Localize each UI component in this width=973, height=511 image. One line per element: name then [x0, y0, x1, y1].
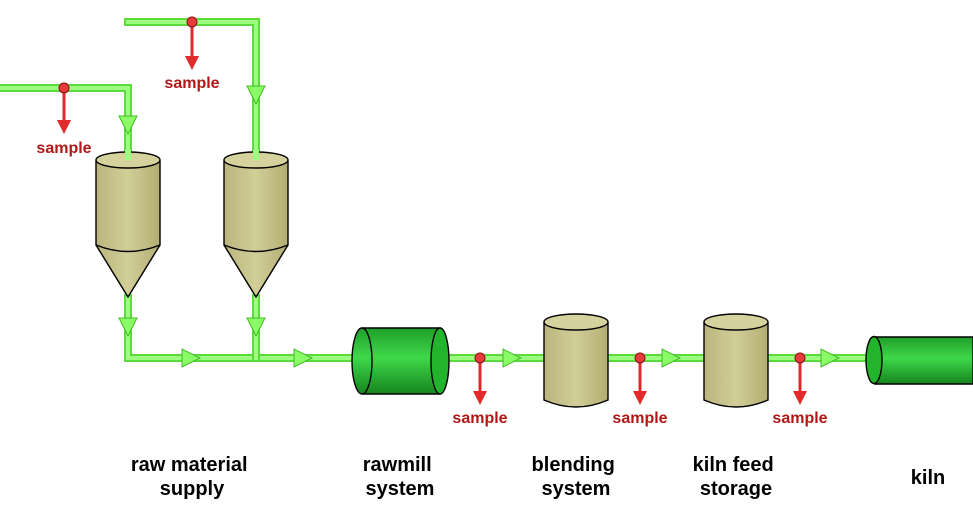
flow-arrow-down-feed-2 [246, 85, 266, 106]
flow-arrowheads [118, 85, 841, 368]
flow-arrow-right-3 [502, 348, 523, 368]
kiln-feed-storage-silo [703, 313, 769, 408]
hopper-1 [95, 151, 161, 299]
flow-arrow-down-hopper-2 [246, 317, 266, 338]
blending-silo [543, 313, 609, 408]
sample-label: sample [612, 410, 667, 427]
flow-arrow-right-4 [661, 348, 682, 368]
flow-arrow-right-2 [293, 348, 314, 368]
stage-label-blending-system: blending system [532, 454, 621, 500]
sample-point-1: sample [36, 82, 92, 157]
rawmill-drum [351, 327, 450, 395]
sample-label: sample [772, 410, 827, 427]
flow-arrow-down-hopper-1 [118, 317, 138, 338]
sample-label: sample [452, 410, 507, 427]
stage-label-rawmill-system: rawmill system [363, 454, 437, 500]
flow-arrow-down-feed-1 [118, 115, 138, 136]
stage-labels: raw material supply rawmill system blend… [131, 454, 945, 500]
sample-point-2: sample [164, 16, 220, 92]
flow-arrow-right-5 [820, 348, 841, 368]
stage-label-kiln-feed-storage: kiln feed storage [693, 454, 780, 500]
sample-label: sample [36, 140, 91, 157]
kiln-tube [865, 335, 973, 385]
sample-label: sample [164, 75, 219, 92]
sample-point-4: sample [612, 352, 668, 427]
flow-arrow-right-1 [181, 348, 202, 368]
stage-label-kiln: kiln [911, 467, 945, 489]
hopper-2 [223, 151, 289, 299]
stage-label-raw-material-supply: raw material supply [131, 454, 253, 500]
flow-line-hopper-1-out [124, 294, 356, 362]
sample-point-3: sample [452, 352, 508, 427]
sample-point-5: sample [772, 352, 828, 427]
